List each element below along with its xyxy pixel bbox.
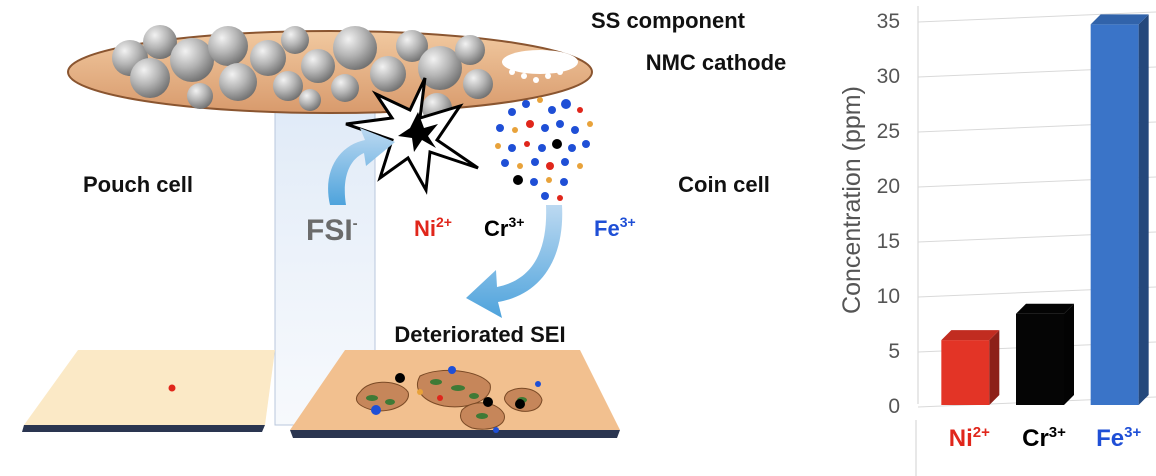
x-tick-label: Ni2+ <box>949 424 990 452</box>
y-tick-labels: 0 5 10 15 20 25 30 35 <box>877 10 900 418</box>
y-tick-label: 5 <box>888 340 900 363</box>
cr-ion-label: Cr3+ <box>484 214 524 241</box>
x-tick-label: Fe3+ <box>1096 424 1141 452</box>
x-tick-labels: Ni2+ Cr3+ Fe3+ <box>949 424 1142 452</box>
pouch-cell-plate <box>22 350 275 432</box>
coin-cell-label: Coin cell <box>678 172 770 197</box>
bar-cr <box>1016 303 1074 405</box>
bar-side <box>989 330 1000 405</box>
y-axis-label: Concentration (ppm) <box>838 86 866 314</box>
y-tick-label: 10 <box>877 285 900 308</box>
bar-top <box>941 330 1000 341</box>
disc-highlight <box>502 50 578 74</box>
pouch-cell-label: Pouch cell <box>83 172 193 197</box>
schematic-diagram: SS component NMC cathode Pouch cell Coin… <box>22 8 787 438</box>
bar-front <box>941 340 990 405</box>
bar-front <box>1016 313 1064 405</box>
ion-dot <box>168 384 176 392</box>
bar-front <box>1090 24 1139 406</box>
dissolution-dots <box>509 69 563 83</box>
bar-ni <box>941 330 1000 405</box>
bars <box>941 14 1149 406</box>
x-tick-label: Cr3+ <box>1022 424 1066 452</box>
y-tick-label: 15 <box>877 230 900 253</box>
fsi-arrow-icon <box>328 128 395 205</box>
y-tick-label: 20 <box>877 175 900 198</box>
y-tick-label: 0 <box>888 395 900 418</box>
ni-ion-label: Ni2+ <box>414 214 452 241</box>
y-tick-label: 25 <box>877 120 900 143</box>
nmc-cathode-label: NMC cathode <box>646 50 787 75</box>
nmc-cathode-particles <box>112 25 493 123</box>
concentration-bar-chart: 0 5 10 15 20 25 30 35 Ni2+ Cr3+ Fe3+ Concentratio… <box>838 6 1156 476</box>
gridline <box>917 11 1156 23</box>
y-tick-label: 30 <box>877 65 900 88</box>
coin-cell-plate <box>290 350 620 438</box>
ion-cloud <box>495 97 593 201</box>
deteriorated-sei-label: Deteriorated SEI <box>394 322 565 347</box>
bar-side <box>1064 303 1074 405</box>
bar-fe <box>1090 14 1149 406</box>
explosion-core-icon <box>398 112 438 152</box>
ss-component-label: SS component <box>591 8 746 33</box>
fsi-ion-label: FSI- <box>306 214 358 247</box>
y-tick-label: 35 <box>877 10 900 33</box>
fe-ion-label: Fe3+ <box>594 214 636 241</box>
bar-top <box>1016 303 1074 314</box>
bar-side <box>1138 14 1149 406</box>
bar-top <box>1090 14 1149 25</box>
deposition-arrow-icon <box>466 205 563 318</box>
